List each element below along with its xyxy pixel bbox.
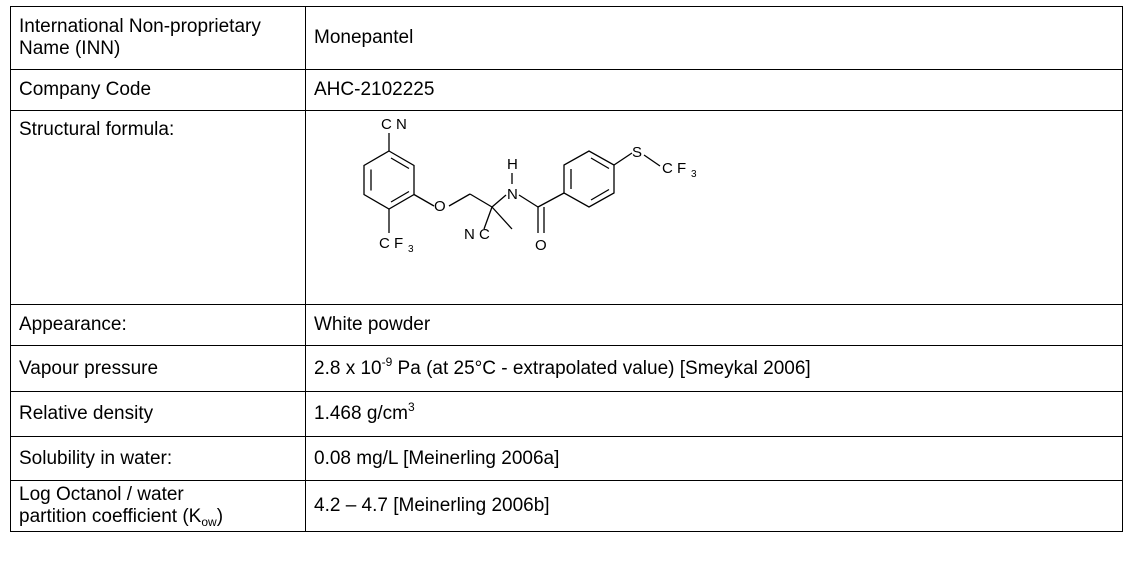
inn-label: International Non-proprietary Name (INN) xyxy=(10,6,306,70)
solubility-value: 0.08 mg/L [Meinerling 2006a] xyxy=(305,436,1123,481)
log-kow-value: 4.2 – 4.7 [Meinerling 2006b] xyxy=(305,480,1123,532)
vapour-pressure-value: 2.8 x 10-9 Pa (at 25°C - extrapolated va… xyxy=(305,345,1123,392)
properties-table: International Non-proprietary Name (INN)… xyxy=(10,6,1123,532)
atom-s: S xyxy=(632,144,642,161)
atom-o-ether: O xyxy=(434,198,446,215)
log-kow-label-close: ) xyxy=(216,506,224,527)
structural-formula-cell: C N O H N S C F 3 C F 3 N C O xyxy=(305,110,1123,305)
table-row-company-code: Company Code AHC-2102225 xyxy=(10,69,1123,111)
company-code-label: Company Code xyxy=(10,69,306,111)
atom-nc: N C xyxy=(464,226,490,243)
log-kow-label-line1: Log Octanol / water xyxy=(19,484,184,505)
table-row-relative-density: Relative density 1.468 g/cm3 xyxy=(10,391,1123,437)
vapour-pressure-mantissa: 2.8 x 10 xyxy=(314,357,382,379)
table-row-structural-formula: Structural formula: xyxy=(10,110,1123,305)
table-row-solubility: Solubility in water: 0.08 mg/L [Meinerli… xyxy=(10,436,1123,481)
company-code-value: AHC-2102225 xyxy=(305,69,1123,111)
appearance-label: Appearance: xyxy=(10,304,306,346)
vapour-pressure-exponent: -9 xyxy=(381,354,393,369)
inn-value: Monepantel xyxy=(305,6,1123,70)
log-kow-label-line2: partition coefficient (K xyxy=(19,506,202,527)
log-kow-label-subscript: ow xyxy=(201,515,217,529)
atom-n: N xyxy=(507,186,518,203)
relative-density-value: 1.468 g/cm3 xyxy=(305,391,1123,437)
atom-cf3-left-subscript: 3 xyxy=(408,244,414,255)
atom-cf3-right-subscript: 3 xyxy=(691,169,697,180)
table-row-inn: International Non-proprietary Name (INN)… xyxy=(10,6,1123,70)
structural-formula-diagram: C N O H N S C F 3 C F 3 N C O xyxy=(363,116,697,255)
vapour-pressure-label: Vapour pressure xyxy=(10,345,306,392)
vapour-pressure-rest: Pa (at 25°C - extrapolated value) [Smeyk… xyxy=(392,357,811,379)
appearance-value: White powder xyxy=(305,304,1123,346)
structural-formula-label: Structural formula: xyxy=(10,110,306,305)
atom-o-carbonyl: O xyxy=(535,237,547,254)
table-row-vapour-pressure: Vapour pressure 2.8 x 10-9 Pa (at 25°C -… xyxy=(10,345,1123,392)
atom-cf3-right: C F xyxy=(662,160,686,177)
solubility-label: Solubility in water: xyxy=(10,436,306,481)
relative-density-number: 1.468 g/cm xyxy=(314,403,408,424)
atom-h: H xyxy=(507,156,518,173)
relative-density-exponent: 3 xyxy=(408,400,415,414)
table-row-appearance: Appearance: White powder xyxy=(10,304,1123,346)
atom-cf3-left: C F xyxy=(379,235,403,252)
atom-cn-top: C N xyxy=(381,116,407,133)
relative-density-label: Relative density xyxy=(10,391,306,437)
